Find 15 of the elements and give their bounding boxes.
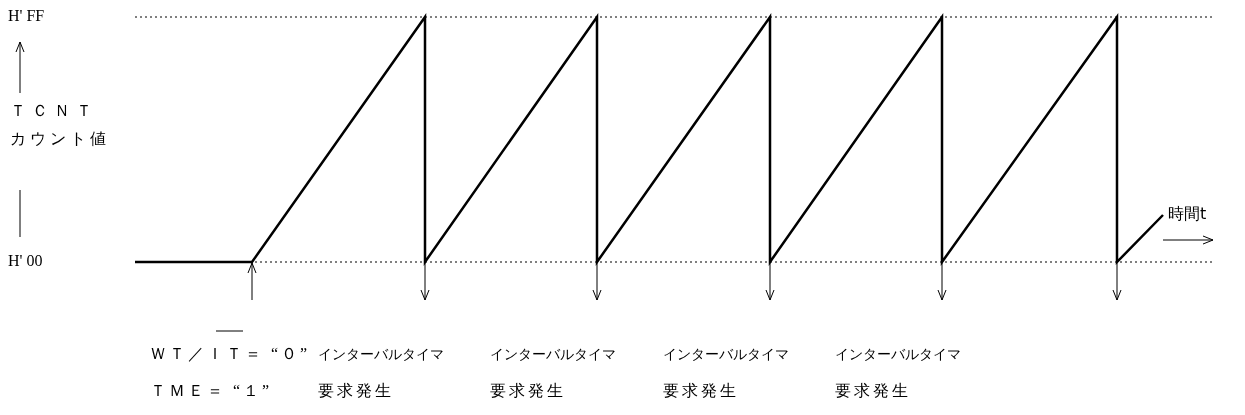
event-label: 要求発生 [663,383,739,399]
event-label: インターバルタイマ [835,347,961,361]
event-label: インターバルタイマ [490,347,616,361]
axis-max-label: H' FF [8,8,45,24]
event-label: インターバルタイマ [318,347,444,361]
axis-min-label: H' 00 [8,253,43,269]
register-condition: ＴＭＥ＝ “１” [150,383,273,399]
event-label: 要求発生 [318,383,394,399]
event-label: インターバルタイマ [663,347,789,361]
event-label: 要求発生 [490,383,566,399]
axis-title: ＴＣＮＴ [10,103,98,119]
event-label: 要求発生 [835,383,911,399]
register-condition: ＷＴ／ＩＴ＝ “０” [150,346,311,362]
axis-label: 時間t [1168,206,1207,222]
axis-title: カウント値 [10,131,110,147]
